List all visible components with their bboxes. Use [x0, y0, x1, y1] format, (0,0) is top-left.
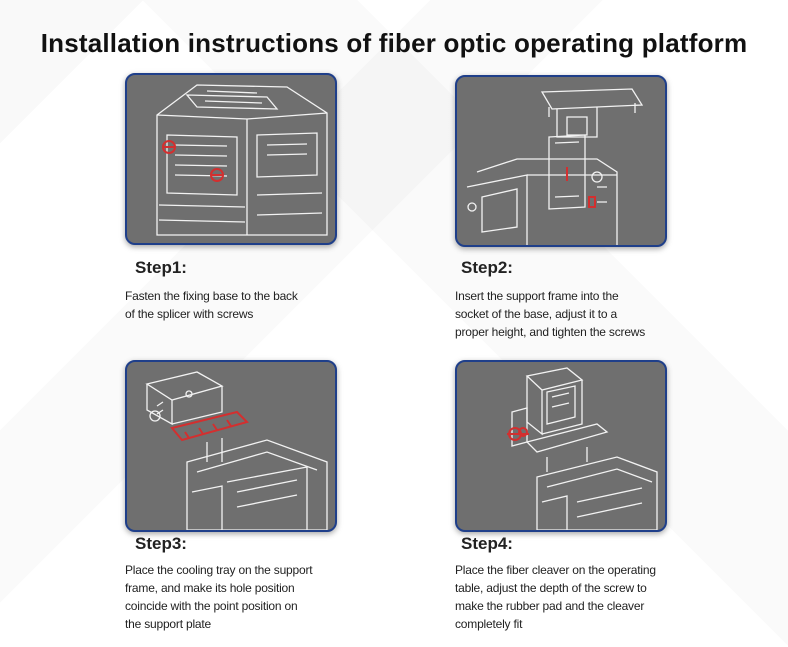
step2-title: Step2:	[461, 258, 513, 277]
step4-title: Step4:	[461, 534, 513, 553]
step1-line-1: Fasten the fixing base to the back	[125, 289, 298, 303]
step1-title: Step1:	[135, 258, 187, 277]
step3-line-2: frame, and make its hole position	[125, 581, 295, 595]
step2-line-2: socket of the base, adjust it to a	[455, 307, 617, 321]
step4-line-4: completely fit	[455, 617, 523, 631]
step2-description: Insert the support frame into the socket…	[455, 287, 645, 341]
step4-line-3: make the rubber pad and the cleaver	[455, 599, 645, 613]
step1-illustration	[125, 73, 337, 245]
step2-line-1: Insert the support frame into the	[455, 289, 619, 303]
step3-description: Place the cooling tray on the support fr…	[125, 561, 313, 633]
step3-illustration	[125, 360, 337, 532]
step2-line-3: proper height, and tighten the screws	[455, 325, 646, 339]
step4-description: Place the fiber cleaver on the operating…	[455, 561, 656, 633]
step4-line-2: table, adjust the depth of the screw to	[455, 581, 647, 595]
step4-line-1: Place the fiber cleaver on the operating	[455, 563, 656, 577]
step2-illustration	[455, 75, 667, 247]
step4-illustration	[455, 360, 667, 532]
step3-line-4: the support plate	[125, 617, 211, 631]
step3-line-1: Place the cooling tray on the support	[125, 563, 313, 577]
step1-description: Fasten the fixing base to the back of th…	[125, 287, 298, 323]
step3-line-3: coincide with the point position on	[125, 599, 298, 613]
step1-line-2: of the splicer with screws	[125, 307, 254, 321]
page-title: Installation instructions of fiber optic…	[40, 28, 748, 58]
step3-title: Step3:	[135, 534, 187, 553]
